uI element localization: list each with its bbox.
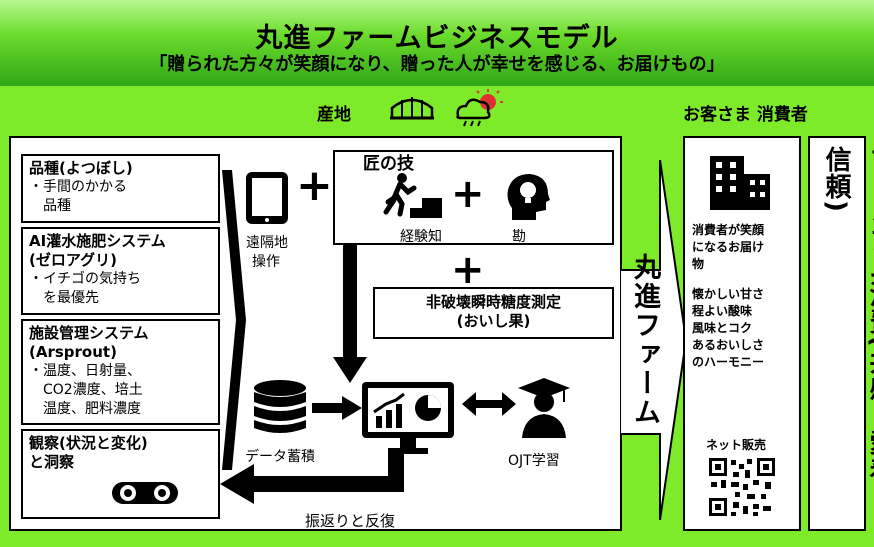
- online-sales-label: ネット販売: [706, 438, 767, 452]
- taste-line-4: あるおいしさ: [692, 338, 765, 352]
- variety-line-1: ・手間のかかる: [29, 179, 127, 195]
- delivery-line-2: になるお届け: [692, 240, 765, 254]
- down-arrow: [333, 245, 367, 383]
- plus-sign-3: +: [451, 247, 485, 293]
- premium-consumption-box: [808, 136, 866, 531]
- tablet-icon: [246, 172, 288, 224]
- ai-irrigation-line-1: ・イチゴの気持ち: [29, 271, 141, 287]
- graduate-icon: [518, 378, 570, 438]
- feedback-arrow: [220, 448, 404, 504]
- taste-description: 懐かしい甘さ 程よい酸味 風味とコク あるおいしさ のハーモニー: [692, 286, 764, 371]
- facility-line-3: 温度、肥料濃度: [43, 401, 141, 417]
- taste-line-5: のハーモニー: [692, 355, 765, 369]
- ai-irrigation-title: AI灌水施肥システム: [29, 232, 166, 250]
- farm-to-customer-arrow: [620, 160, 686, 520]
- page-subtitle: 「贈られた方々が笑顔になり、贈った人が幸せを感じる、お届けもの」: [149, 54, 725, 75]
- facility-title-2: (Arsprout): [29, 343, 117, 361]
- stair-climber-icon: [383, 173, 442, 218]
- craft-title: 匠の技: [363, 154, 414, 174]
- sugar-measurement-box: 非破壊瞬時糖度測定 (おいし果): [373, 287, 614, 339]
- database-icon: [254, 380, 306, 433]
- delivery-text: 消費者が笑顔 になるお届け 物: [692, 222, 764, 273]
- taste-line-2: 程よい酸味: [692, 304, 753, 318]
- sugar-title: 非破壊瞬時糖度測定: [425, 293, 561, 311]
- ai-irrigation-box: AI灌水施肥システム (ゼロアグリ) ・イチゴの気持ち を最優先: [21, 227, 220, 315]
- data-storage-label: データ蓄積: [245, 449, 315, 465]
- taste-line-3: 風味とコク: [692, 321, 753, 335]
- remote-label-1: 遠隔地: [246, 235, 288, 251]
- production-site-label: 産地: [317, 105, 351, 125]
- taste-line-1: 懐かしい甘さ: [692, 287, 765, 301]
- premium-text: プレミアム消費(共感・愛着・信頼): [814, 146, 874, 526]
- monitor-chart-icon: [362, 382, 454, 454]
- title-band: [0, 0, 874, 86]
- head-lightbulb-icon: [507, 174, 550, 220]
- building-icon: [710, 156, 770, 210]
- binoculars-icon: [112, 482, 178, 504]
- plus-sign-1: +: [296, 160, 333, 211]
- weather-icon: [456, 89, 503, 127]
- storage-to-analysis-arrow: [312, 396, 362, 420]
- facility-line-2: CO2濃度、培土: [43, 382, 143, 398]
- ai-irrigation-title-2: (ゼロアグリ): [29, 251, 117, 269]
- observation-title: 観察(状況と変化): [29, 434, 148, 452]
- intuition-label: 勘: [512, 229, 526, 245]
- remote-label-2: 操作: [252, 254, 280, 270]
- ai-irrigation-line-2: を最優先: [43, 290, 99, 306]
- plus-sign-2: +: [451, 171, 485, 217]
- variety-title: 品種(よつぼし): [29, 159, 133, 177]
- facility-line-1: ・温度、日射量、: [29, 363, 141, 379]
- experience-label: 経験知: [400, 229, 442, 245]
- two-way-arrow: [462, 392, 516, 416]
- customer-label: お客さま 消費者: [683, 105, 808, 125]
- greenhouse-icon: [390, 97, 434, 120]
- facility-title: 施設管理システム: [29, 324, 149, 342]
- variety-box: 品種(よつぼし) ・手間のかかる 品種: [21, 154, 220, 223]
- observation-title-2: と洞察: [29, 453, 75, 471]
- qr-code-icon[interactable]: [707, 456, 777, 518]
- farm-arrow-label: 丸進ファーム: [629, 253, 660, 427]
- craft-skill-box: 匠の技: [333, 150, 614, 245]
- delivery-line-3: 物: [692, 257, 705, 271]
- premium-line-1: プレミアム消費: [865, 146, 874, 335]
- page-title: 丸進ファームビジネスモデル: [255, 23, 619, 54]
- facility-management-box: 施設管理システム (Arsprout) ・温度、日射量、 CO2濃度、培土 温度…: [21, 319, 220, 425]
- input-arrow: [222, 170, 246, 470]
- sugar-subtitle: (おいし果): [456, 312, 531, 330]
- observation-box: 観察(状況と変化) と洞察: [21, 429, 220, 519]
- ojt-label: OJT学習: [508, 453, 560, 469]
- delivery-line-1: 消費者が笑顔: [692, 223, 765, 237]
- variety-line-2: 品種: [43, 198, 71, 214]
- review-label: 振返りと反復: [305, 512, 396, 530]
- premium-line-2: (共感・愛着・信頼): [821, 146, 874, 510]
